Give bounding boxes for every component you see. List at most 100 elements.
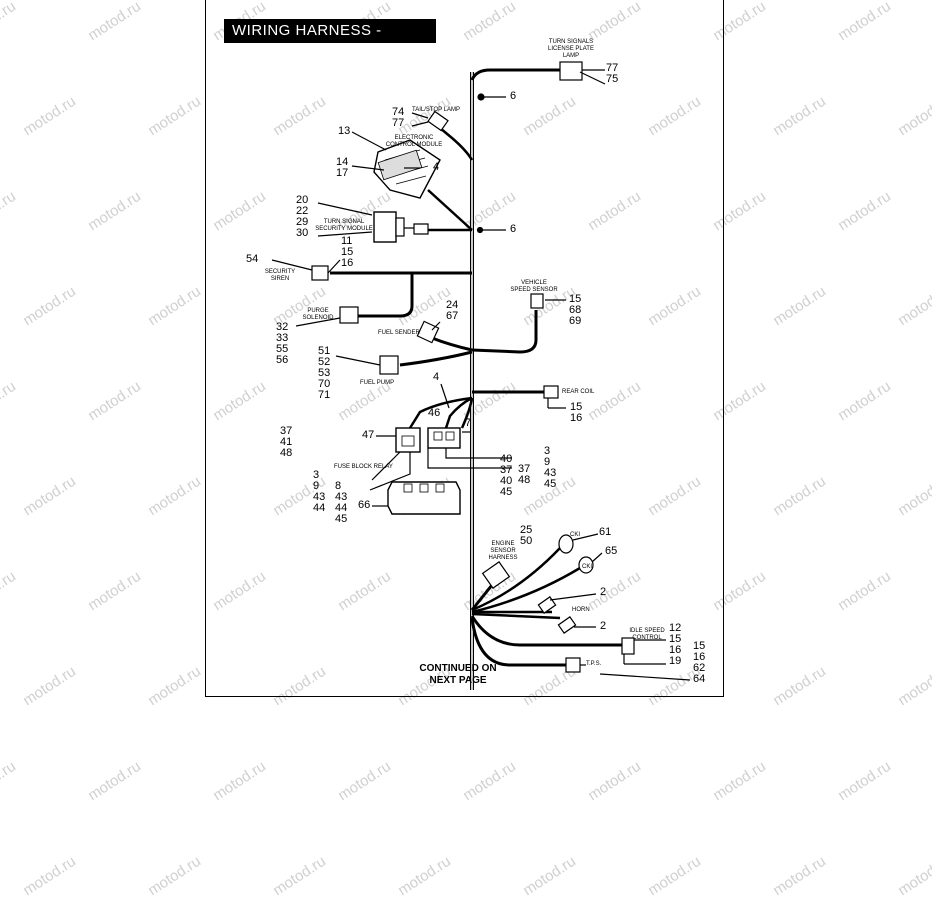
callout-3-45: 45 (544, 478, 557, 490)
branch-purge (358, 273, 414, 318)
callout-3-45: 43 (544, 467, 557, 479)
clip-6-top (477, 93, 485, 101)
callout-15-69: 69 (569, 315, 582, 327)
cki-label-2: CKI (582, 564, 593, 570)
fuse-block-relay-2 (427, 427, 461, 449)
watermark-text: motod.ru (20, 852, 79, 899)
tps-label: T.P.S. (586, 661, 602, 667)
callout-32-56: 32 (276, 321, 289, 333)
callout-24-67: 24 (446, 299, 459, 311)
branch-tps (470, 617, 566, 667)
fuse-block-relay-1 (395, 427, 421, 453)
callout-4-mid: 4 (433, 371, 440, 383)
callout-47: 47 (362, 429, 375, 441)
security-siren-label: SECURITY (264, 269, 296, 275)
callout-8-45: 8 (335, 480, 342, 492)
isc-label: IDLE SPEED (629, 628, 665, 634)
tps-connector (565, 657, 581, 673)
purge-solenoid-label: PURGE (307, 308, 329, 314)
callout-51-71: 52 (318, 356, 331, 368)
vss-label: SPEED SENSOR (510, 287, 558, 293)
branch-turn-signals (470, 68, 560, 81)
ecm-label: CONTROL MODULE (385, 142, 443, 148)
diagram-title: WIRING HARNESS - VRSCR (224, 19, 436, 63)
callout-11-16: 16 (341, 257, 354, 269)
fuse-block-relay-label: FUSE BLOCK RELAY (334, 464, 393, 470)
callout-2-bot: 2 (600, 620, 607, 632)
rear-coil-connector (543, 385, 559, 399)
turn-signals-label: LICENSE PLATE (548, 46, 594, 52)
callout-37-48b: 48 (518, 474, 531, 486)
callout-15-69: 15 (569, 293, 582, 305)
watermark-text: motod.ru (895, 852, 932, 899)
branch-vss (471, 310, 538, 354)
callout-14-17: 17 (336, 167, 349, 179)
watermark-text: motod.ru (835, 757, 894, 805)
watermark-text: motod.ru (460, 757, 519, 805)
watermark-text: motod.ru (770, 852, 829, 899)
callout-20-30: 20 (296, 194, 309, 206)
callout-6-mid: 6 (510, 223, 517, 235)
fuel-sender-label: FUEL SENDER (378, 330, 420, 336)
callout-13: 13 (338, 125, 351, 137)
callout-51-71: 71 (318, 389, 331, 401)
purge-solenoid-label: SOLENOID (302, 315, 334, 321)
callout-54: 54 (246, 253, 259, 265)
tail-stop-lamp-label: TAIL/STOP LAMP (412, 107, 461, 113)
callout-40-45: 40 (500, 475, 513, 487)
purge-connector (339, 306, 359, 324)
callout-3-45: 9 (544, 456, 551, 468)
watermark-text: motod.ru (395, 852, 454, 899)
callout-77-75: 75 (606, 73, 619, 85)
callout-15-64: 16 (693, 651, 706, 663)
engine-sensor-harness-label: ENGINE (491, 541, 515, 547)
callout-66: 66 (358, 499, 371, 511)
tsm-label: SECURITY MODULE (315, 226, 373, 232)
callout-11-16: 11 (341, 235, 353, 247)
security-siren-label: SIREN (270, 276, 290, 282)
callout-25-50: 50 (520, 535, 533, 547)
callout-46: 46 (428, 407, 441, 419)
watermark-text: motod.ru (520, 852, 579, 899)
callout-15-69: 68 (569, 304, 582, 316)
callout-8-45: 43 (335, 491, 348, 503)
turn-signals-label: TURN SIGNALS (548, 39, 594, 45)
callout-8-45: 45 (335, 513, 348, 525)
callout-51-71: 70 (318, 378, 331, 390)
turn-signals-label: LAMP (562, 53, 580, 59)
continued-label: NEXT PAGE (429, 675, 487, 686)
callout-12-19: 19 (669, 655, 682, 667)
isc-label: CONTROL (632, 635, 662, 641)
tail-lamp-connector (427, 110, 449, 132)
diagram-frame (205, 0, 724, 697)
callout-15-16-coil: 16 (570, 412, 583, 424)
vss-connector (530, 293, 544, 309)
callout-51-71: 53 (318, 367, 331, 379)
callout-32-56: 33 (276, 332, 289, 344)
engine-sensor-connector (481, 561, 511, 589)
callout-4-ecm: 4 (433, 161, 440, 173)
fuel-pump-connector (379, 355, 399, 375)
fuel-pump-label: FUEL PUMP (360, 380, 395, 386)
turn-signal-security-module (373, 211, 405, 243)
callout-20-30: 29 (296, 216, 309, 228)
ecm-label: ELECTRONIC (394, 135, 434, 141)
callout-15-64: 62 (693, 662, 706, 674)
callout-40-45: 45 (500, 486, 513, 498)
callout-3-9-left: 3 (313, 469, 320, 481)
watermark-text: motod.ru (145, 852, 204, 899)
callout-11-16: 15 (341, 246, 354, 258)
callout-15-64: 64 (693, 673, 706, 685)
turn-signal-connector (559, 61, 583, 81)
callout-74-77: 77 (392, 117, 405, 129)
branch-fuel-pump (399, 350, 473, 367)
callout-3-9-left: 43 (313, 491, 326, 503)
engine-sensor-harness-label: HARNESS (488, 555, 518, 561)
watermark-text: motod.ru (270, 852, 329, 899)
callout-14-17: 14 (336, 156, 349, 168)
callout-15-64: 15 (693, 640, 706, 652)
fuse-block (387, 481, 461, 515)
watermark-text: motod.ru (335, 757, 394, 805)
callout-32-56: 56 (276, 354, 289, 366)
